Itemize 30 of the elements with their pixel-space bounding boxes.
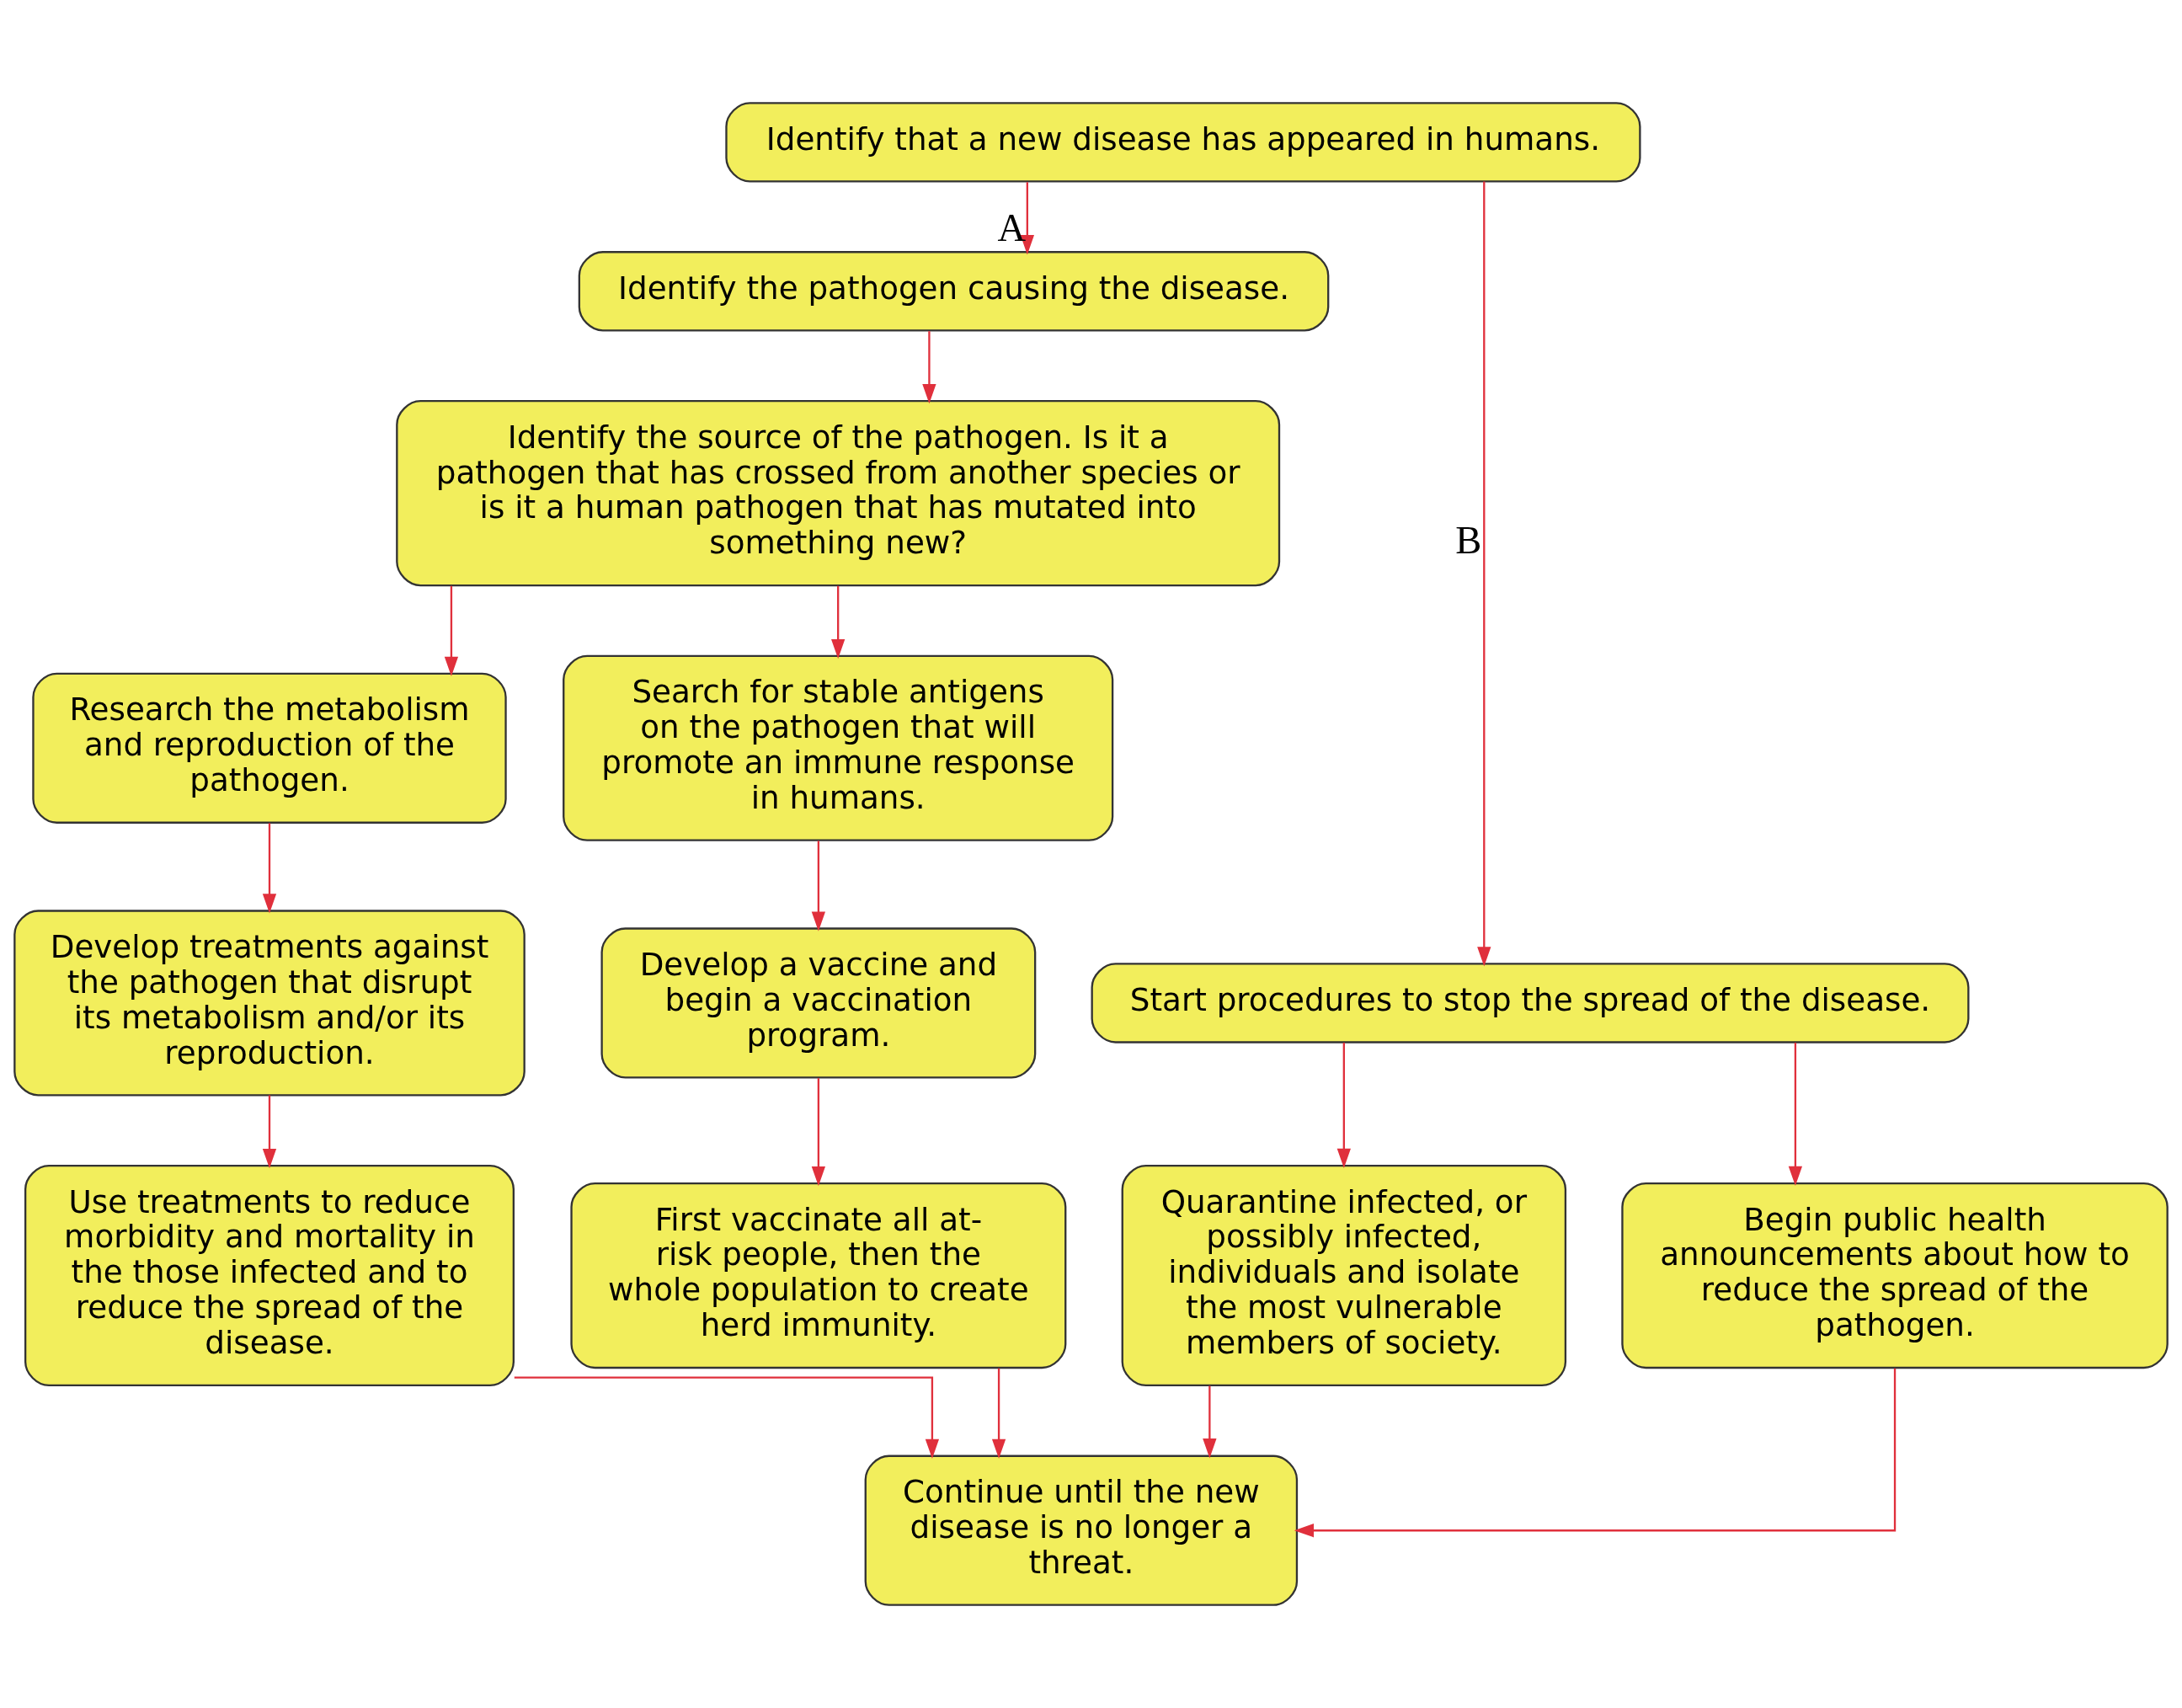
- edge-label: B: [1455, 518, 1482, 562]
- arrow: [262, 1095, 277, 1169]
- node-box: Identify the pathogen causing the disease.: [578, 251, 1330, 332]
- arrow: [831, 585, 846, 659]
- node-box: Develop a vaccine and begin a vaccination program.: [600, 927, 1037, 1079]
- arrow: [1203, 1385, 1217, 1459]
- node-box: Use treatments to reduce morbidity and mortality in the those infected and to reduce the spread of the disease.: [24, 1165, 515, 1387]
- arrow: [1020, 182, 1034, 255]
- arrow: [1477, 181, 1491, 967]
- arrow: [1788, 1043, 1803, 1186]
- node-box: First vaccinate all at-risk people, then the whole population to create herd immunity.: [570, 1182, 1067, 1369]
- arrow: [444, 585, 459, 677]
- arrow: [514, 1376, 940, 1460]
- node-box: Begin public health announcements about how to reduce the spread of the pathogen.: [1621, 1182, 2169, 1369]
- arrow: [1336, 1043, 1351, 1169]
- node-box: Research the metabolism and reproduction of the pathogen.: [32, 672, 507, 824]
- arrow: [811, 1078, 826, 1187]
- arrow: [1294, 1368, 1897, 1538]
- node-box: Start procedures to stop the spread of the disease.: [1091, 963, 1970, 1043]
- node-box: Develop treatments against the pathogen that disrupt its metabolism and/or its reproduction.: [13, 910, 525, 1097]
- node-box: Search for stable antigens on the pathogen that will promote an immune response in humans.: [563, 654, 1114, 841]
- arrow: [262, 823, 277, 914]
- node-box: Identify the source of the pathogen. Is it a pathogen that has crossed from another species or is it a human pathogen that has mutated into something new?: [396, 400, 1281, 587]
- node-box: Identify that a new disease has appeared in humans.: [725, 102, 1641, 183]
- node-box: Quarantine infected, or possibly infected, individuals and isolate the most vulnerable members of society.: [1121, 1165, 1567, 1387]
- edge-label: A: [997, 205, 1027, 249]
- arrow: [991, 1368, 1006, 1459]
- node-box: Continue until the new disease is no longer a threat.: [864, 1454, 1299, 1606]
- arrow: [922, 331, 936, 404]
- arrow: [811, 841, 826, 931]
